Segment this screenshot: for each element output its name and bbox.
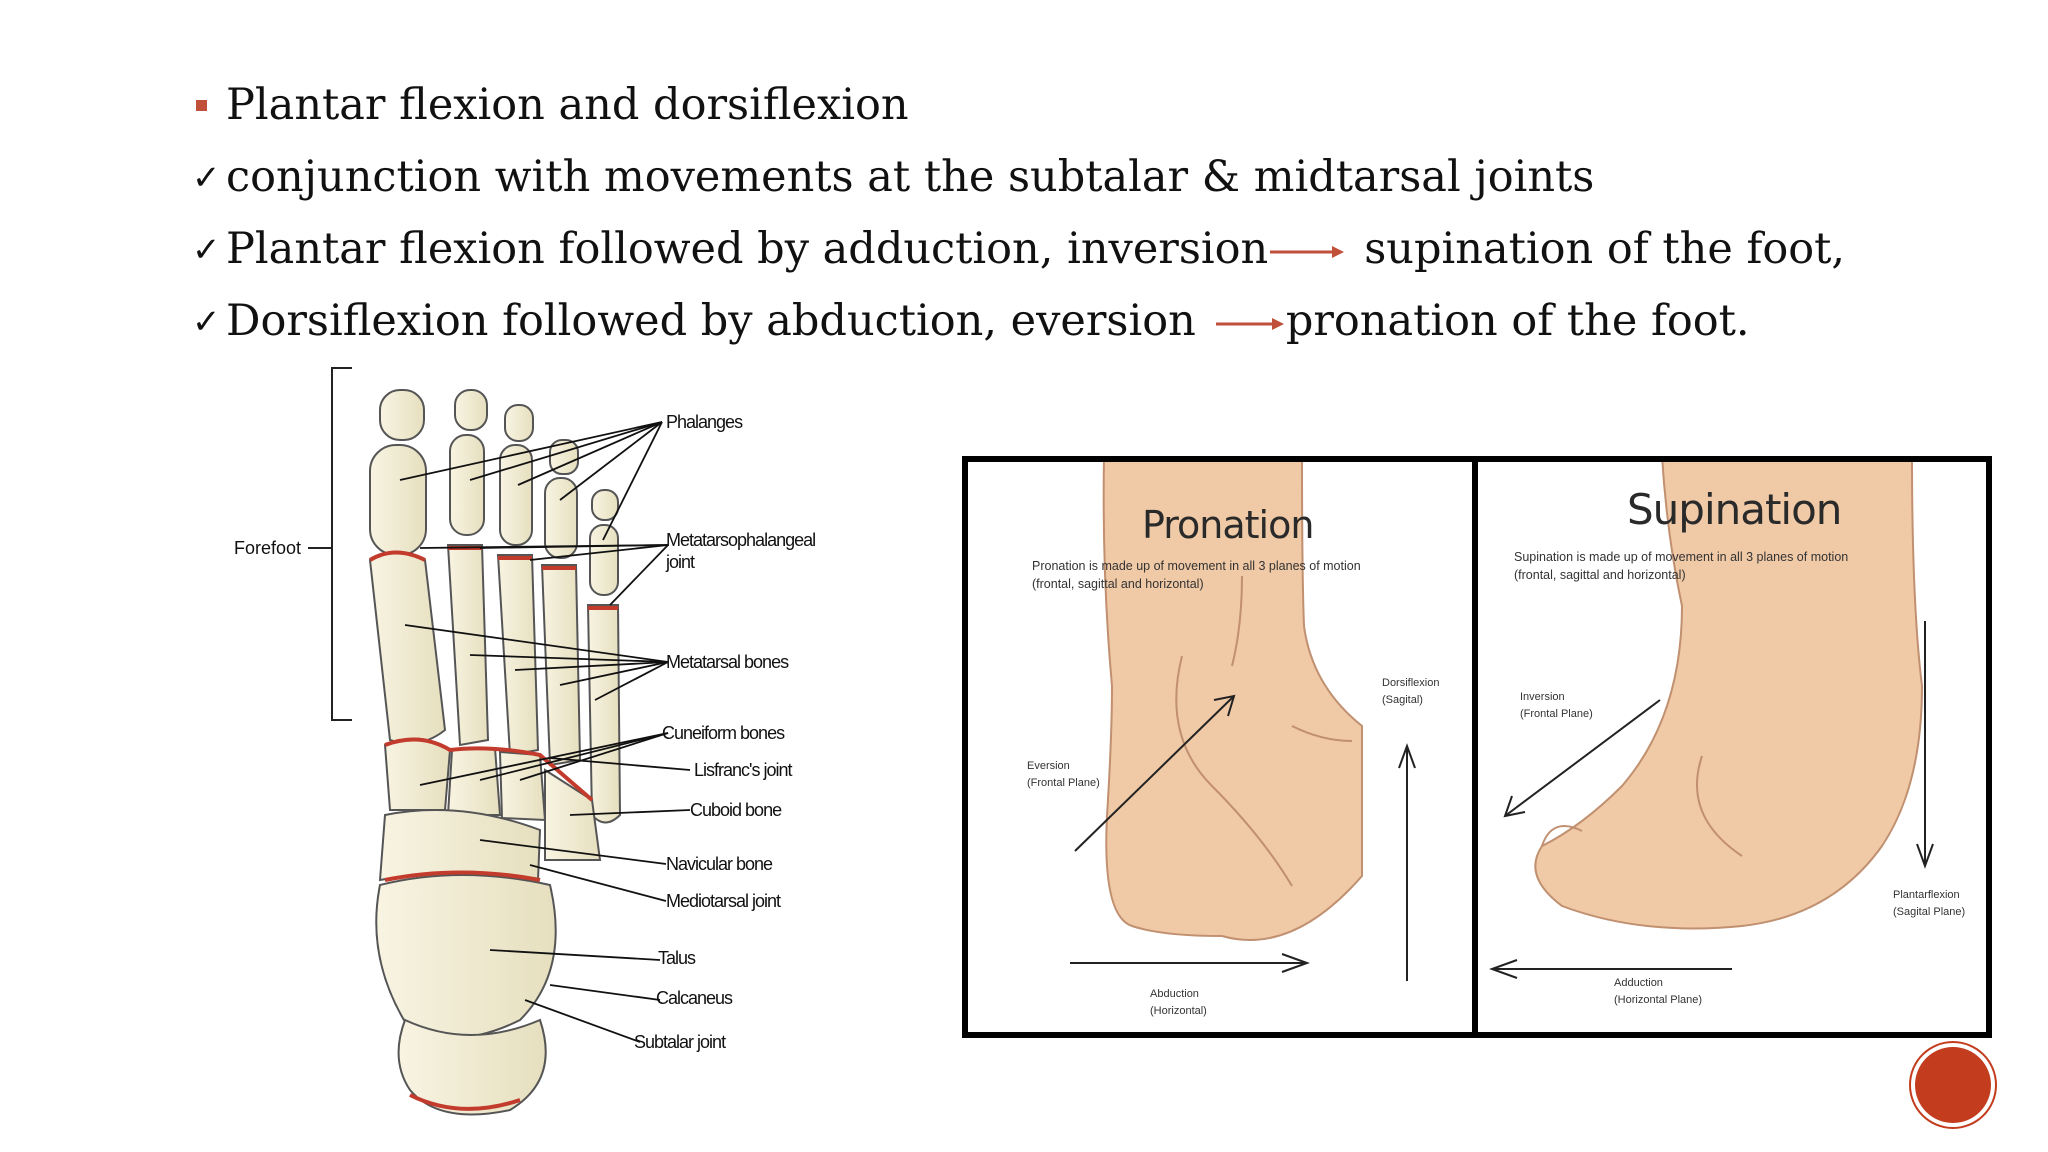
mtp-joint-label-2: joint [665,552,695,572]
inversion-plane-label: (Frontal Plane) [1520,708,1593,720]
mtp-joint-label: Metatarsophalangeal [666,530,815,550]
check-icon: ✓ [192,158,221,198]
eversion-plane-label: (Frontal Plane) [1027,777,1100,789]
pronation-title: Pronation [1142,503,1313,547]
abduction-label: Abduction [1150,988,1199,1000]
slide-number-badge [1915,1047,1991,1123]
pronation-desc-2: (frontal, sagittal and horizontal) [1032,577,1204,591]
eversion-label: Eversion [1027,760,1070,772]
bullet-item: Plantar flexion and dorsiflexion [192,80,909,130]
supination-desc: Supination is made up of movement in all… [1514,550,1848,564]
dorsiflexion-label: Dorsiflexion [1382,677,1439,689]
calcaneus-label: Calcaneus [656,988,733,1008]
supination-foot-shape [1534,456,1924,930]
right-arrow-icon [1270,246,1345,258]
bullet-text: conjunction with movements at the subtal… [226,152,1595,202]
mediotarsal-label: Mediotarsal joint [666,891,781,911]
bullet-item: ✓Plantar flexion followed by adduction, … [192,224,1845,274]
adduction-label: Adduction [1614,977,1663,989]
plantarflexion-label: Plantarflexion [1893,889,1960,901]
phalanges-shape [369,389,619,596]
phalanges-label: Phalanges [666,412,743,432]
forefoot-label: Forefoot [234,538,301,558]
abduction-plane-label: (Horizontal) [1150,1005,1207,1017]
talus-label: Talus [658,948,696,968]
foot-bones-diagram: Forefoot [234,367,816,1116]
navicular-label: Navicular bone [666,854,773,874]
leader-lines [399,421,691,1043]
pronation-desc: Pronation is made up of movement in all … [1032,559,1361,573]
subtalar-label: Subtalar joint [634,1032,726,1052]
bullet-text: Dorsiflexion followed by abduction, ever… [226,296,1196,346]
cuneiform-label: Cuneiform bones [662,723,785,743]
metatarsal-label: Metatarsal bones [666,652,789,672]
bullet-item: ✓conjunction with movements at the subta… [192,152,1594,202]
pronation-arrows [1070,694,1416,981]
square-bullet-icon [196,100,207,111]
bullet-item: ✓Dorsiflexion followed by abduction, eve… [192,296,1750,346]
bullet-text: pronation of the foot. [1285,296,1750,346]
right-arrow-icon [1215,318,1284,330]
bullet-text: Plantar flexion and dorsiflexion [226,80,909,130]
pronation-supination-diagram: Pronation Supination Pronation is made u… [962,456,1992,1038]
check-icon: ✓ [192,230,221,270]
check-icon: ✓ [192,302,221,342]
bullet-text: Plantar flexion followed by adduction, i… [226,224,1269,274]
tarsal-shape [375,737,602,1116]
lisfranc-label: Lisfranc's joint [694,760,792,780]
adduction-plane-label: (Horizontal Plane) [1614,994,1702,1006]
bullet-text: supination of the foot, [1364,224,1846,274]
supination-title: Supination [1627,485,1841,534]
cuboid-label: Cuboid bone [690,800,782,820]
dorsiflexion-plane-label: (Sagital) [1382,694,1423,706]
inversion-label: Inversion [1520,691,1565,703]
supination-desc-2: (frontal, sagittal and horizontal) [1514,568,1686,582]
plantarflexion-plane-label: (Sagital Plane) [1893,906,1965,918]
metatarsal-shape [368,544,622,824]
supination-arrows [1489,621,1934,979]
